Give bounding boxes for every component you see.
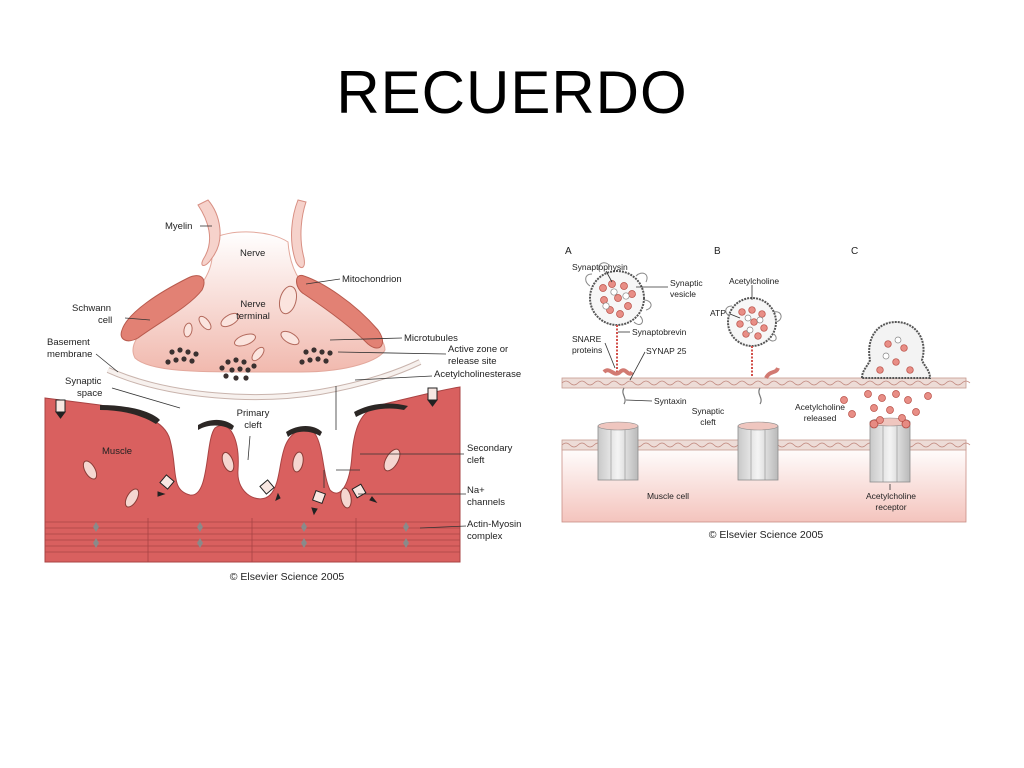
label-active-zone-1: Active zone or bbox=[448, 344, 508, 355]
myelin-right bbox=[291, 199, 307, 268]
ach-receptor-a bbox=[597, 421, 639, 481]
terminal-mitochondria bbox=[183, 285, 300, 362]
label-primary-cleft-2: cleft bbox=[244, 420, 262, 431]
label-myelin: Myelin bbox=[165, 221, 192, 232]
schwann-cell-left bbox=[120, 275, 205, 342]
label-atp: ATP bbox=[710, 308, 726, 318]
neuromuscular-junction-figure: Myelin Nerve Mitochondrion Schwann cell … bbox=[44, 199, 521, 583]
label-ach-released-1: Acetylcholine bbox=[795, 402, 845, 412]
right-copyright: © Elsevier Science 2005 bbox=[709, 529, 824, 541]
sodium-channels bbox=[55, 387, 438, 516]
label-acetylcholinesterase: Acetylcholinesterase bbox=[434, 369, 521, 380]
vesicle-release-figure: A B C Synaptophysin Synaptic vesicle Ace… bbox=[561, 246, 971, 541]
label-na-channels-2: channels bbox=[467, 497, 505, 508]
label-mitochondrion: Mitochondrion bbox=[342, 274, 402, 285]
label-muscle: Muscle bbox=[102, 446, 132, 457]
label-synaptobrevin: Synaptobrevin bbox=[632, 327, 687, 337]
myelin-left bbox=[197, 199, 221, 266]
label-secondary-cleft-2: cleft bbox=[467, 455, 485, 466]
label-ach-receptor-2: receptor bbox=[875, 502, 906, 512]
actin-myosin-complex bbox=[45, 518, 460, 562]
label-schwann-cell-2: cell bbox=[98, 315, 112, 326]
vesicle-clusters bbox=[165, 347, 333, 381]
z-line-markers bbox=[93, 522, 409, 548]
schwann-cell-right bbox=[296, 274, 383, 349]
label-nerve: Nerve bbox=[240, 248, 265, 259]
acetylcholinesterase-crust bbox=[100, 403, 408, 437]
label-synaptic-vesicle-2: vesicle bbox=[670, 289, 696, 299]
label-acetylcholine: Acetylcholine bbox=[729, 276, 779, 286]
released-acetylcholine bbox=[840, 390, 932, 424]
label-synap-25: SYNAP 25 bbox=[646, 346, 687, 356]
label-syntaxin: Syntaxin bbox=[654, 396, 687, 406]
label-ach-receptor-1: Acetylcholine bbox=[866, 491, 916, 501]
muscle-mitochondria bbox=[82, 448, 401, 509]
label-nerve-terminal-1: Nerve bbox=[240, 299, 265, 310]
label-snare-proteins-1: SNARE bbox=[572, 334, 602, 344]
label-synaptic-cleft-1: Synaptic bbox=[692, 406, 725, 416]
label-primary-cleft-1: Primary bbox=[237, 408, 270, 419]
label-basement-membrane-1: Basement bbox=[47, 337, 90, 348]
right-leader-lines bbox=[604, 270, 891, 490]
fused-vesicle-c bbox=[860, 320, 932, 379]
label-synaptic-space-2: space bbox=[77, 388, 102, 399]
slide-title: RECUERDO bbox=[336, 59, 688, 126]
label-na-channels-1: Na+ bbox=[467, 485, 485, 496]
label-actin-myosin-1: Actin-Myosin bbox=[467, 519, 521, 530]
synaptic-vesicle-b bbox=[725, 297, 782, 405]
label-schwann-cell-1: Schwann bbox=[72, 303, 111, 314]
synaptic-vesicle-a bbox=[585, 262, 652, 405]
label-secondary-cleft-1: Secondary bbox=[467, 443, 513, 454]
panel-label-b: B bbox=[714, 246, 721, 257]
panel-label-a: A bbox=[565, 246, 572, 257]
label-synaptic-vesicle-1: Synaptic bbox=[670, 278, 703, 288]
label-ach-released-2: released bbox=[804, 413, 837, 423]
panel-label-c: C bbox=[851, 246, 858, 257]
left-copyright: © Elsevier Science 2005 bbox=[230, 571, 345, 583]
label-synaptic-space-1: Synaptic bbox=[65, 376, 102, 387]
label-snare-proteins-2: proteins bbox=[572, 345, 602, 355]
ach-receptor-b bbox=[737, 421, 779, 481]
label-basement-membrane-2: membrane bbox=[47, 349, 92, 360]
presynaptic-membrane bbox=[561, 377, 967, 389]
label-muscle-cell: Muscle cell bbox=[647, 491, 689, 501]
ach-receptor-c bbox=[869, 417, 911, 483]
label-actin-myosin-2: complex bbox=[467, 531, 503, 542]
label-synaptophysin: Synaptophysin bbox=[572, 262, 628, 272]
left-leader-lines bbox=[95, 225, 467, 529]
label-nerve-terminal-2: terminal bbox=[236, 311, 270, 322]
label-active-zone-2: release site bbox=[448, 356, 497, 367]
label-synaptic-cleft-2: cleft bbox=[700, 417, 716, 427]
label-microtubules: Microtubules bbox=[404, 333, 458, 344]
